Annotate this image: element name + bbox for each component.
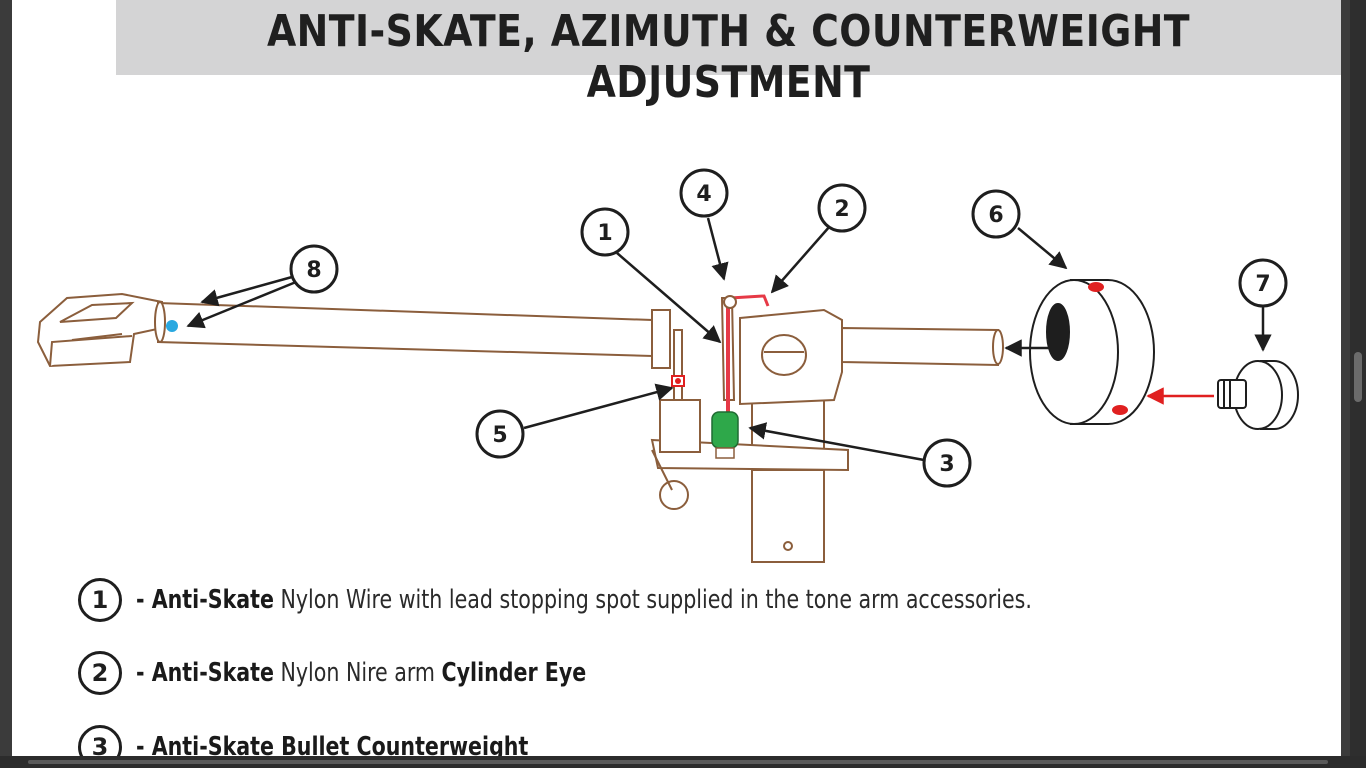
horizontal-scrollbar-thumb[interactable] xyxy=(28,760,1328,764)
counterweight-red-dot-bottom xyxy=(1112,405,1128,415)
headshell xyxy=(36,292,163,368)
tonearm-diagram: 1 2 3 4 5 6 7 xyxy=(36,168,1299,563)
auxiliary-weight xyxy=(1217,360,1299,430)
title-banner: ANTI-SKATE, AZIMUTH & COUNTERWEIGHT ADJU… xyxy=(116,0,1341,108)
callout-8: 8 xyxy=(289,244,339,294)
svg-text:5: 5 xyxy=(492,423,507,448)
svg-text:4: 4 xyxy=(696,182,711,207)
legend-text: - Anti-Skate Nylon Wire with lead stoppi… xyxy=(136,585,1032,615)
svg-text:3: 3 xyxy=(939,452,954,477)
arm-tube xyxy=(154,301,1004,369)
legend-item-3: 3 - Anti-Skate Bullet Counterweight xyxy=(78,722,582,756)
legend-number: 1 xyxy=(78,578,122,622)
svg-text:6: 6 xyxy=(988,203,1003,228)
legend-item-1: 1 - Anti-Skate Nylon Wire with lead stop… xyxy=(78,575,1154,625)
svg-text:7: 7 xyxy=(1255,272,1270,297)
vertical-scrollbar-thumb[interactable] xyxy=(1354,352,1362,402)
callout-4: 4 xyxy=(679,168,729,218)
anti-skate-wire xyxy=(723,294,770,414)
svg-text:1: 1 xyxy=(597,221,612,246)
page-title: ANTI-SKATE, AZIMUTH & COUNTERWEIGHT ADJU… xyxy=(266,6,1191,108)
counterweight-red-dot-top xyxy=(1088,282,1104,292)
document-page: ANTI-SKATE, AZIMUTH & COUNTERWEIGHT ADJU… xyxy=(12,0,1341,756)
callout-7: 7 xyxy=(1238,258,1288,308)
legend-number: 2 xyxy=(78,651,122,695)
svg-text:8: 8 xyxy=(306,258,321,283)
callout-3: 3 xyxy=(922,438,972,488)
callout-6: 6 xyxy=(971,189,1021,239)
svg-text:2: 2 xyxy=(834,197,849,222)
callout-1: 1 xyxy=(580,207,630,257)
callout-2: 2 xyxy=(817,183,867,233)
legend-text: - Anti-Skate Nylon Nire arm Cylinder Eye xyxy=(136,658,587,688)
legend-text: - Anti-Skate Bullet Counterweight xyxy=(136,732,529,756)
anti-skate-bullet xyxy=(711,411,739,449)
callout-5: 5 xyxy=(475,409,525,459)
counterweight xyxy=(1029,279,1155,425)
headshell-blue-dot xyxy=(166,320,178,332)
pivot-housing xyxy=(650,297,849,563)
legend-item-2: 2 - Anti-Skate Nylon Nire arm Cylinder E… xyxy=(78,648,648,698)
legend-number: 3 xyxy=(78,725,122,756)
